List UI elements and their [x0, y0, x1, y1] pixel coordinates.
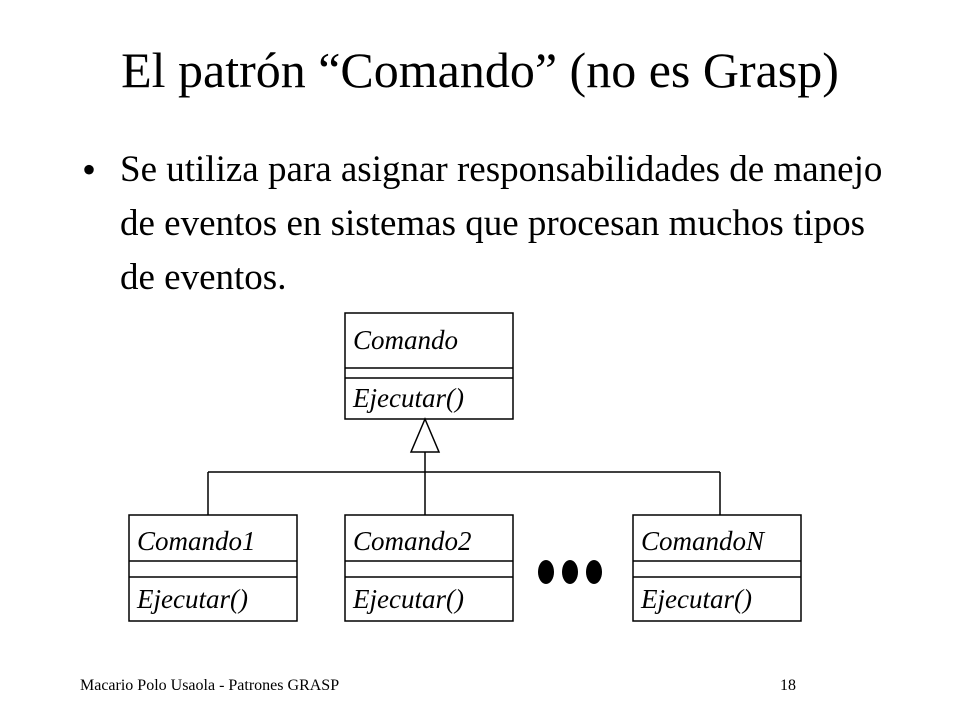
- slide-title: El patrón “Comando” (no es Grasp): [121, 42, 839, 98]
- class-box-comandon: [632, 514, 802, 622]
- bullet-dot-icon: •: [82, 147, 97, 192]
- class-box-comando: [344, 312, 514, 420]
- class-box-comando2: [344, 514, 514, 622]
- class-operation: Ejecutar(): [136, 584, 248, 614]
- footer-author: Macario Polo Usaola - Patrones GRASP: [80, 677, 340, 694]
- generalization-arrow-icon: [409, 417, 441, 453]
- ellipsis-icon: [538, 560, 602, 584]
- class-name-comandon: ComandoN: [641, 526, 766, 556]
- page-number: 18: [780, 677, 796, 694]
- class-name-comando: Comando: [353, 325, 458, 355]
- class-operation: Ejecutar(): [640, 584, 752, 614]
- class-box-comando1: [128, 514, 298, 622]
- class-operation: Ejecutar(): [352, 584, 464, 614]
- class-name-comando2: Comando2: [353, 526, 472, 556]
- bullet-text: Se utiliza para asignar responsabilidade…: [120, 149, 883, 298]
- class-name-comando1: Comando1: [137, 526, 256, 556]
- class-operation: Ejecutar(): [352, 383, 464, 413]
